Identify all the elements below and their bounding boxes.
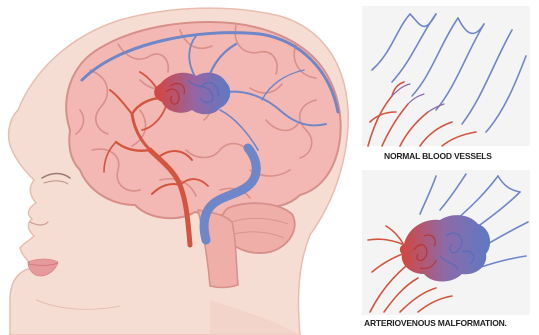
normal-vessels-panel [362,6,530,146]
avm-panel [362,170,530,315]
avm-caption: ARTERIOVENOUS MALFORMATION. [364,318,507,328]
normal-vessels-caption: NORMAL BLOOD VESSELS [384,151,492,161]
